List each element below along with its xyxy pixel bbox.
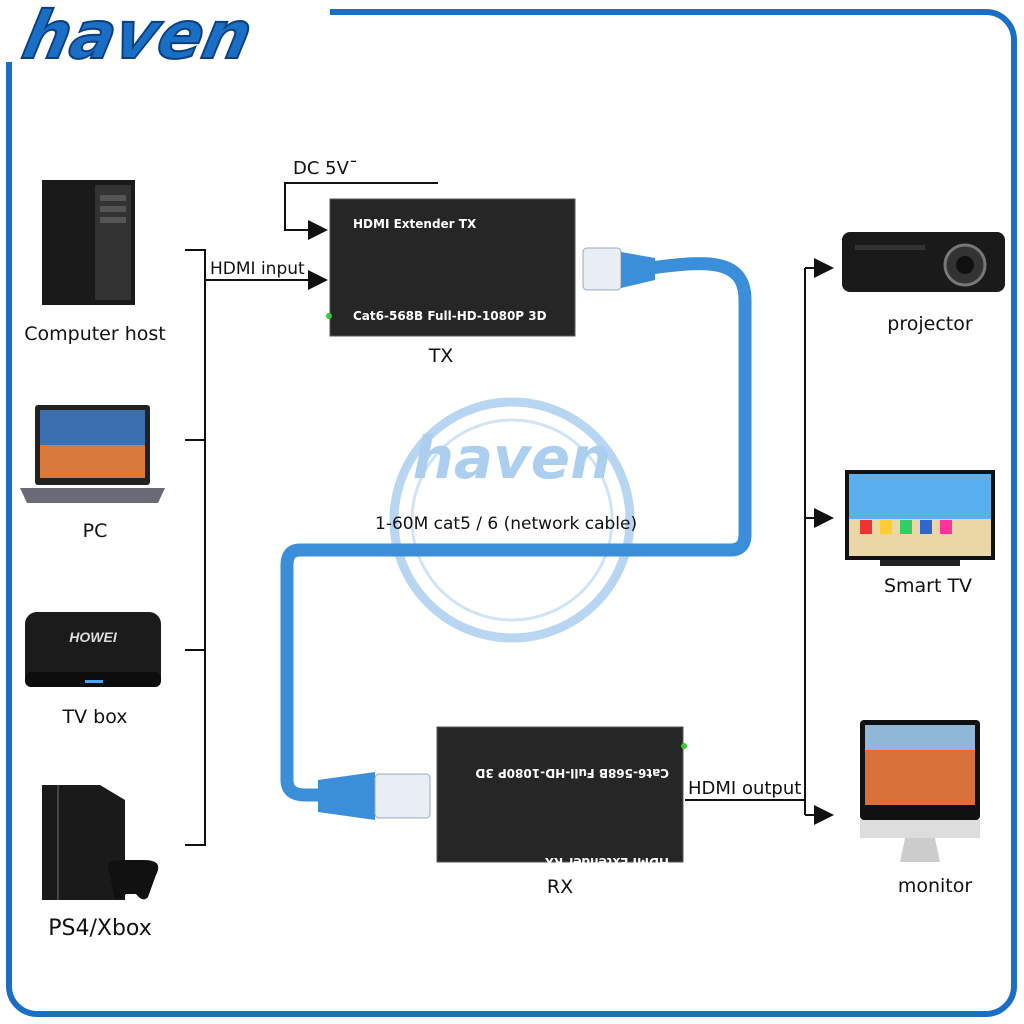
computer-host-icon	[42, 180, 135, 305]
dc-power-label: DC 5Vˉ	[293, 158, 358, 179]
network-cable	[280, 257, 752, 802]
ps4-icon	[42, 785, 159, 900]
output-label: monitor	[898, 875, 973, 897]
watermark: haven	[389, 397, 635, 643]
cable-label: 1-60M cat5 / 6 (network cable)	[375, 514, 637, 534]
power-line	[284, 182, 438, 240]
rj45-connector-rx	[318, 772, 431, 820]
tx-caption: TX	[428, 345, 454, 367]
rj45-connector-tx	[582, 247, 655, 291]
brand-logo: haven	[15, 0, 260, 75]
source-label: Computer host	[24, 323, 166, 345]
frame-border	[6, 9, 1017, 1017]
tx-spec: Cat6-568B Full-HD-1080P 3D	[353, 309, 547, 323]
smart-tv-icon	[845, 470, 995, 566]
output-bracket	[685, 258, 834, 825]
input-bracket	[185, 249, 328, 846]
watermark-text: haven	[413, 424, 612, 492]
projector-icon	[842, 232, 1005, 292]
rx-caption: RX	[547, 876, 573, 898]
rx-title: HDMI Extender RX	[544, 855, 669, 869]
output-label: Smart TV	[884, 575, 972, 597]
tv-box-brand-text: HOWEI	[69, 629, 118, 645]
tx-extender-box: HDMI Extender TX Cat6-568B Full-HD-1080P…	[326, 198, 576, 337]
rx-extender-box: Cat6-568B Full-HD-1080P 3D HDMI Extender…	[436, 726, 687, 869]
source-label: PC	[83, 520, 108, 542]
hdmi-output-label: HDMI output	[688, 778, 801, 799]
tv-box-icon: HOWEI	[25, 612, 161, 687]
svg-text:haven: haven	[16, 0, 259, 74]
laptop-icon	[20, 405, 165, 503]
monitor-icon	[860, 720, 980, 862]
output-label: projector	[887, 313, 973, 335]
hdmi-input-label: HDMI input	[210, 259, 305, 279]
source-label: TV box	[62, 706, 128, 728]
source-label: PS4/Xbox	[48, 916, 151, 941]
tx-title: HDMI Extender TX	[353, 217, 477, 231]
rx-spec: Cat6-568B Full-HD-1080P 3D	[475, 766, 669, 780]
